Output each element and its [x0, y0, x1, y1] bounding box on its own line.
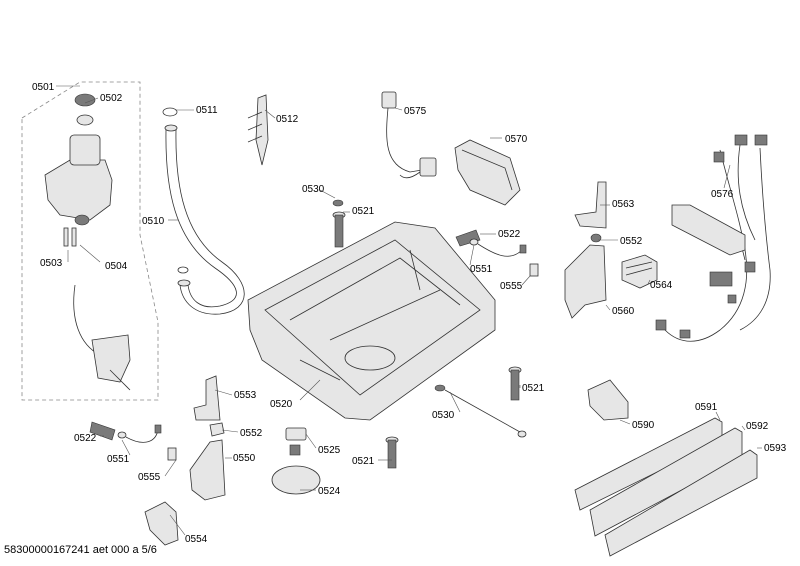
bracket-0550	[189, 439, 226, 501]
label-0593: 0593	[764, 443, 787, 454]
screw-0521-right	[508, 366, 522, 401]
label-0591: 0591	[695, 402, 718, 413]
label-0592: 0592	[746, 421, 769, 432]
label-0555-right: 0555	[500, 281, 523, 292]
cable-0551-left	[117, 424, 162, 443]
clip-0512	[247, 94, 269, 166]
leader-lines	[56, 85, 762, 536]
disc-0524	[271, 465, 321, 495]
label-0570: 0570	[505, 134, 528, 145]
label-0521-top: 0521	[352, 206, 375, 217]
bracket-0560	[564, 244, 607, 319]
document-code: 58300000167241 aet 000 a 5/6	[4, 544, 157, 556]
part-0552-right	[590, 233, 602, 243]
label-0522-right: 0522	[498, 229, 521, 240]
label-0590: 0590	[632, 420, 655, 431]
bracket-0554	[144, 501, 179, 546]
connector-0525	[285, 427, 307, 456]
connector-0555-left	[167, 447, 177, 461]
bushing-0530-top	[332, 199, 344, 207]
label-0511: 0511	[196, 105, 218, 116]
bracket-0563	[574, 181, 607, 229]
control-module-0570	[454, 139, 521, 206]
label-0554: 0554	[185, 534, 208, 545]
label-0512: 0512	[276, 114, 299, 125]
bracket-0564	[621, 254, 658, 289]
connector-0555-right	[529, 263, 539, 277]
label-0524: 0524	[318, 486, 341, 497]
label-0564: 0564	[650, 280, 673, 291]
wiring-harness-0576	[655, 134, 771, 342]
plinth-panel-0591	[574, 417, 723, 511]
label-0510: 0510	[142, 216, 165, 227]
spring-0522-right	[455, 229, 481, 247]
part-0552-left	[209, 422, 225, 437]
screw-0521-top	[332, 211, 346, 248]
plinth-panel-0593	[604, 449, 758, 557]
label-0521-right: 0521	[522, 383, 545, 394]
label-0563: 0563	[612, 199, 635, 210]
inlet-valve-assembly	[44, 93, 131, 391]
label-0555-left: 0555	[138, 472, 161, 483]
label-0576: 0576	[711, 189, 734, 200]
cable-0551-right	[469, 238, 527, 257]
label-0501: 0501	[32, 82, 55, 93]
label-0552-left: 0552	[240, 428, 263, 439]
label-0530-bottom: 0530	[432, 410, 455, 421]
label-0551-left: 0551	[107, 454, 130, 465]
label-0525: 0525	[318, 445, 341, 456]
group-outline-0501	[21, 81, 159, 401]
part-0590	[587, 379, 629, 421]
screw-0521-bottom	[385, 436, 399, 469]
bracket-0553	[193, 375, 221, 421]
label-0522-left: 0522	[74, 433, 97, 444]
spring-0522-left	[89, 421, 116, 441]
label-0530-top: 0530	[302, 184, 325, 195]
sensor-0530-cable	[434, 384, 527, 438]
label-0552-right: 0552	[620, 236, 643, 247]
label-0521-bottom: 0521	[352, 456, 375, 467]
plinth-panel-0592	[589, 427, 743, 537]
label-0560: 0560	[612, 306, 635, 317]
label-0504: 0504	[105, 261, 128, 272]
label-0550: 0550	[233, 453, 256, 464]
label-0503: 0503	[40, 258, 63, 269]
label-0553: 0553	[234, 390, 257, 401]
cable-0575	[381, 91, 437, 179]
label-0575: 0575	[404, 106, 427, 117]
label-0502: 0502	[100, 93, 123, 104]
inlet-hose	[162, 107, 245, 315]
label-0520: 0520	[270, 399, 293, 410]
label-0551-right: 0551	[470, 264, 493, 275]
base-frame-0520	[247, 221, 496, 421]
